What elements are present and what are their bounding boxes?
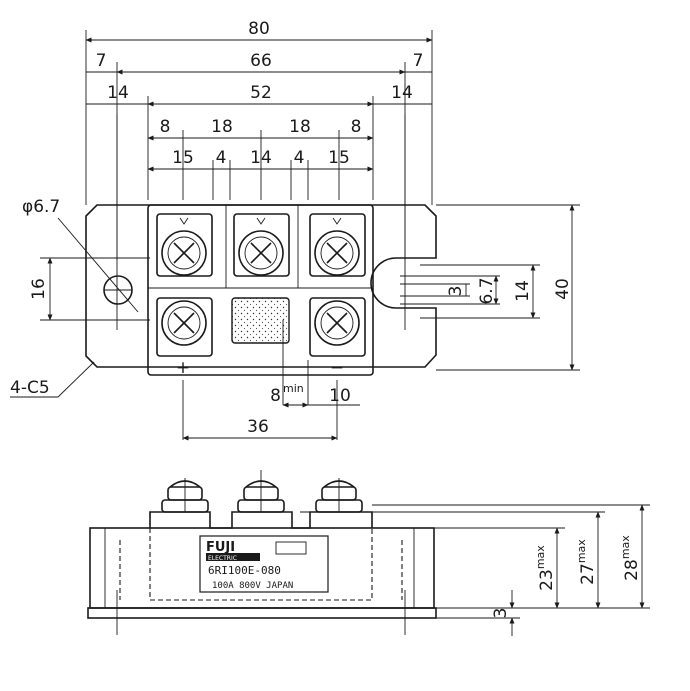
- dim-hole-diameter: φ6.7: [22, 197, 60, 217]
- dim-left-height: 16: [29, 278, 49, 300]
- dim-slot-width: 6.7: [477, 277, 497, 304]
- dim-pitch-a: 8: [160, 117, 171, 137]
- dim-flange-left: 14: [107, 83, 129, 103]
- dim-bottom-lines: [182, 402, 360, 441]
- dim-height-27: 27max: [575, 539, 598, 585]
- dim-pitch-b: 18: [211, 117, 233, 137]
- dim-total-height: 40: [553, 278, 573, 300]
- dim-edge-left: 7: [96, 51, 107, 71]
- screw-right: [315, 478, 363, 513]
- screw-left: [161, 478, 209, 513]
- terminal-housing: [147, 204, 374, 376]
- side-dim-lines: [300, 504, 650, 636]
- chamfer-leader: [57, 361, 95, 398]
- terminal-plus: [156, 297, 213, 357]
- product-label: FUJI ELECTRIC 6RI100E-080 100A 800V JAPA…: [199, 535, 329, 593]
- dim-slot-span: 14: [513, 280, 533, 302]
- dim-left-height-lines: [40, 257, 120, 321]
- label-rating: 100A 800V JAPAN: [212, 581, 293, 591]
- plus-mark: +: [176, 358, 190, 378]
- dim-flange-right: 14: [391, 83, 413, 103]
- dim-terminal-2: 14: [250, 148, 272, 168]
- module-top-outline: [85, 204, 437, 376]
- top-view: 80 7 66 7 14 52 14 8 18 18 8 15 4 14 4 1…: [10, 19, 580, 441]
- dim-edge-right: 7: [413, 51, 424, 71]
- dim-mount-span: 66: [250, 51, 272, 71]
- dim-height-28: 28max: [619, 535, 642, 581]
- dimension-lines-horizontal: [85, 37, 433, 172]
- hole-leader: [57, 217, 139, 313]
- dim-right-lines: [400, 204, 580, 371]
- screw-center: [237, 470, 285, 513]
- dim-chamfer: 4-C5: [10, 378, 50, 398]
- dim-base-thickness: 3: [491, 608, 511, 619]
- dim-slot-gap: 3: [446, 286, 466, 297]
- dim-min-gap: 8: [270, 386, 281, 406]
- label-brand: FUJI: [206, 540, 235, 555]
- terminal-2: [233, 213, 290, 277]
- terminal-3: [309, 213, 366, 277]
- dim-terminal-3: 15: [328, 148, 350, 168]
- label-brand-sub: ELECTRIC: [208, 555, 237, 562]
- dim-terminal-pitch: 10: [329, 386, 351, 406]
- center-lines: [116, 115, 406, 440]
- dim-gap-2: 4: [294, 148, 305, 168]
- dim-pitch-c: 18: [289, 117, 311, 137]
- dim-min-suffix: min: [283, 382, 304, 395]
- terminal-1: [156, 213, 213, 277]
- dim-total-width: 80: [248, 19, 270, 39]
- dim-pitch-d: 8: [351, 117, 362, 137]
- hidden-outline: [149, 512, 373, 601]
- terminal-minus: [309, 297, 366, 357]
- dim-plus-to-minus: 36: [247, 417, 269, 437]
- label-part-number: 6RI100E-080: [208, 564, 281, 577]
- dim-terminal-1: 15: [172, 148, 194, 168]
- dim-height-23: 23max: [534, 545, 557, 591]
- base-plate: [87, 607, 437, 619]
- upper-housing: [149, 511, 373, 529]
- side-view: FUJI ELECTRIC 6RI100E-080 100A 800V JAPA…: [87, 470, 650, 636]
- dim-body-width: 52: [250, 83, 272, 103]
- dim-gap-1: 4: [216, 148, 227, 168]
- minus-mark: −: [330, 358, 344, 378]
- dotted-label-pad: [231, 297, 290, 344]
